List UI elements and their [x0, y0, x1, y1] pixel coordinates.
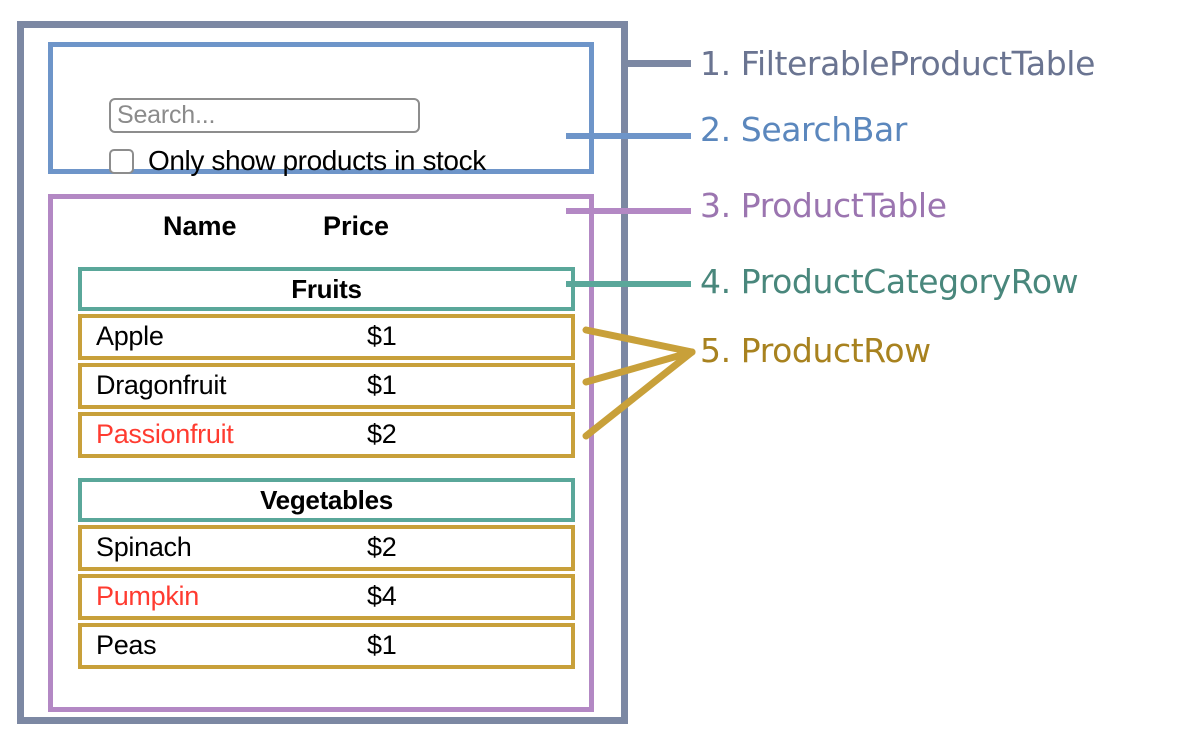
product-row[interactable]: Spinach $2: [78, 525, 575, 571]
product-price: $1: [367, 320, 397, 351]
product-category-label: Fruits: [291, 273, 362, 304]
product-row[interactable]: Passionfruit $2: [78, 412, 575, 458]
legend-item-search-bar: 2. SearchBar: [700, 110, 907, 149]
product-name: Passionfruit: [96, 418, 234, 449]
product-row[interactable]: Pumpkin $4: [78, 574, 575, 620]
only-in-stock-label: Only show products in stock: [148, 145, 486, 176]
column-header-price: Price: [323, 211, 390, 241]
product-price: $1: [367, 369, 397, 400]
group-spacer: [78, 461, 575, 478]
checkbox-icon[interactable]: [109, 148, 134, 174]
legend-item-product-table: 3. ProductTable: [700, 186, 947, 225]
leader-line-1: [621, 60, 691, 67]
legend-item-product-category-row: 4. ProductCategoryRow: [700, 262, 1079, 301]
only-in-stock-row[interactable]: Only show products in stock: [109, 145, 486, 177]
column-header-name: Name: [163, 211, 237, 241]
product-price: $2: [367, 418, 397, 449]
table-header-row: Name Price: [53, 211, 589, 255]
product-name: Peas: [96, 629, 157, 660]
product-row[interactable]: Peas $1: [78, 623, 575, 669]
product-category-row: Vegetables: [78, 478, 575, 522]
product-price: $2: [367, 531, 397, 562]
filterable-product-table-box: Search... Only show products in stock Na…: [17, 21, 628, 724]
product-price: $4: [367, 580, 397, 611]
product-price: $1: [367, 629, 397, 660]
search-input-placeholder: Search...: [117, 101, 216, 129]
search-input[interactable]: Search...: [109, 98, 420, 133]
product-row[interactable]: Dragonfruit $1: [78, 363, 575, 409]
product-row[interactable]: Apple $1: [78, 314, 575, 360]
product-category-label: Vegetables: [260, 484, 393, 515]
product-name: Spinach: [96, 531, 192, 562]
product-name: Dragonfruit: [96, 369, 227, 400]
product-table-box: Name Price Fruits Apple $1 Dragonfruit $…: [48, 194, 594, 712]
legend-item-product-row: 5. ProductRow: [700, 331, 931, 370]
search-bar-box: Search... Only show products in stock: [48, 42, 594, 177]
product-name: Apple: [96, 320, 164, 351]
legend-item-filterable-product-table: 1. FilterableProductTable: [700, 44, 1095, 83]
product-rows-area: Fruits Apple $1 Dragonfruit $1 Passionfr…: [78, 267, 575, 672]
product-name: Pumpkin: [96, 580, 199, 611]
product-category-row: Fruits: [78, 267, 575, 311]
